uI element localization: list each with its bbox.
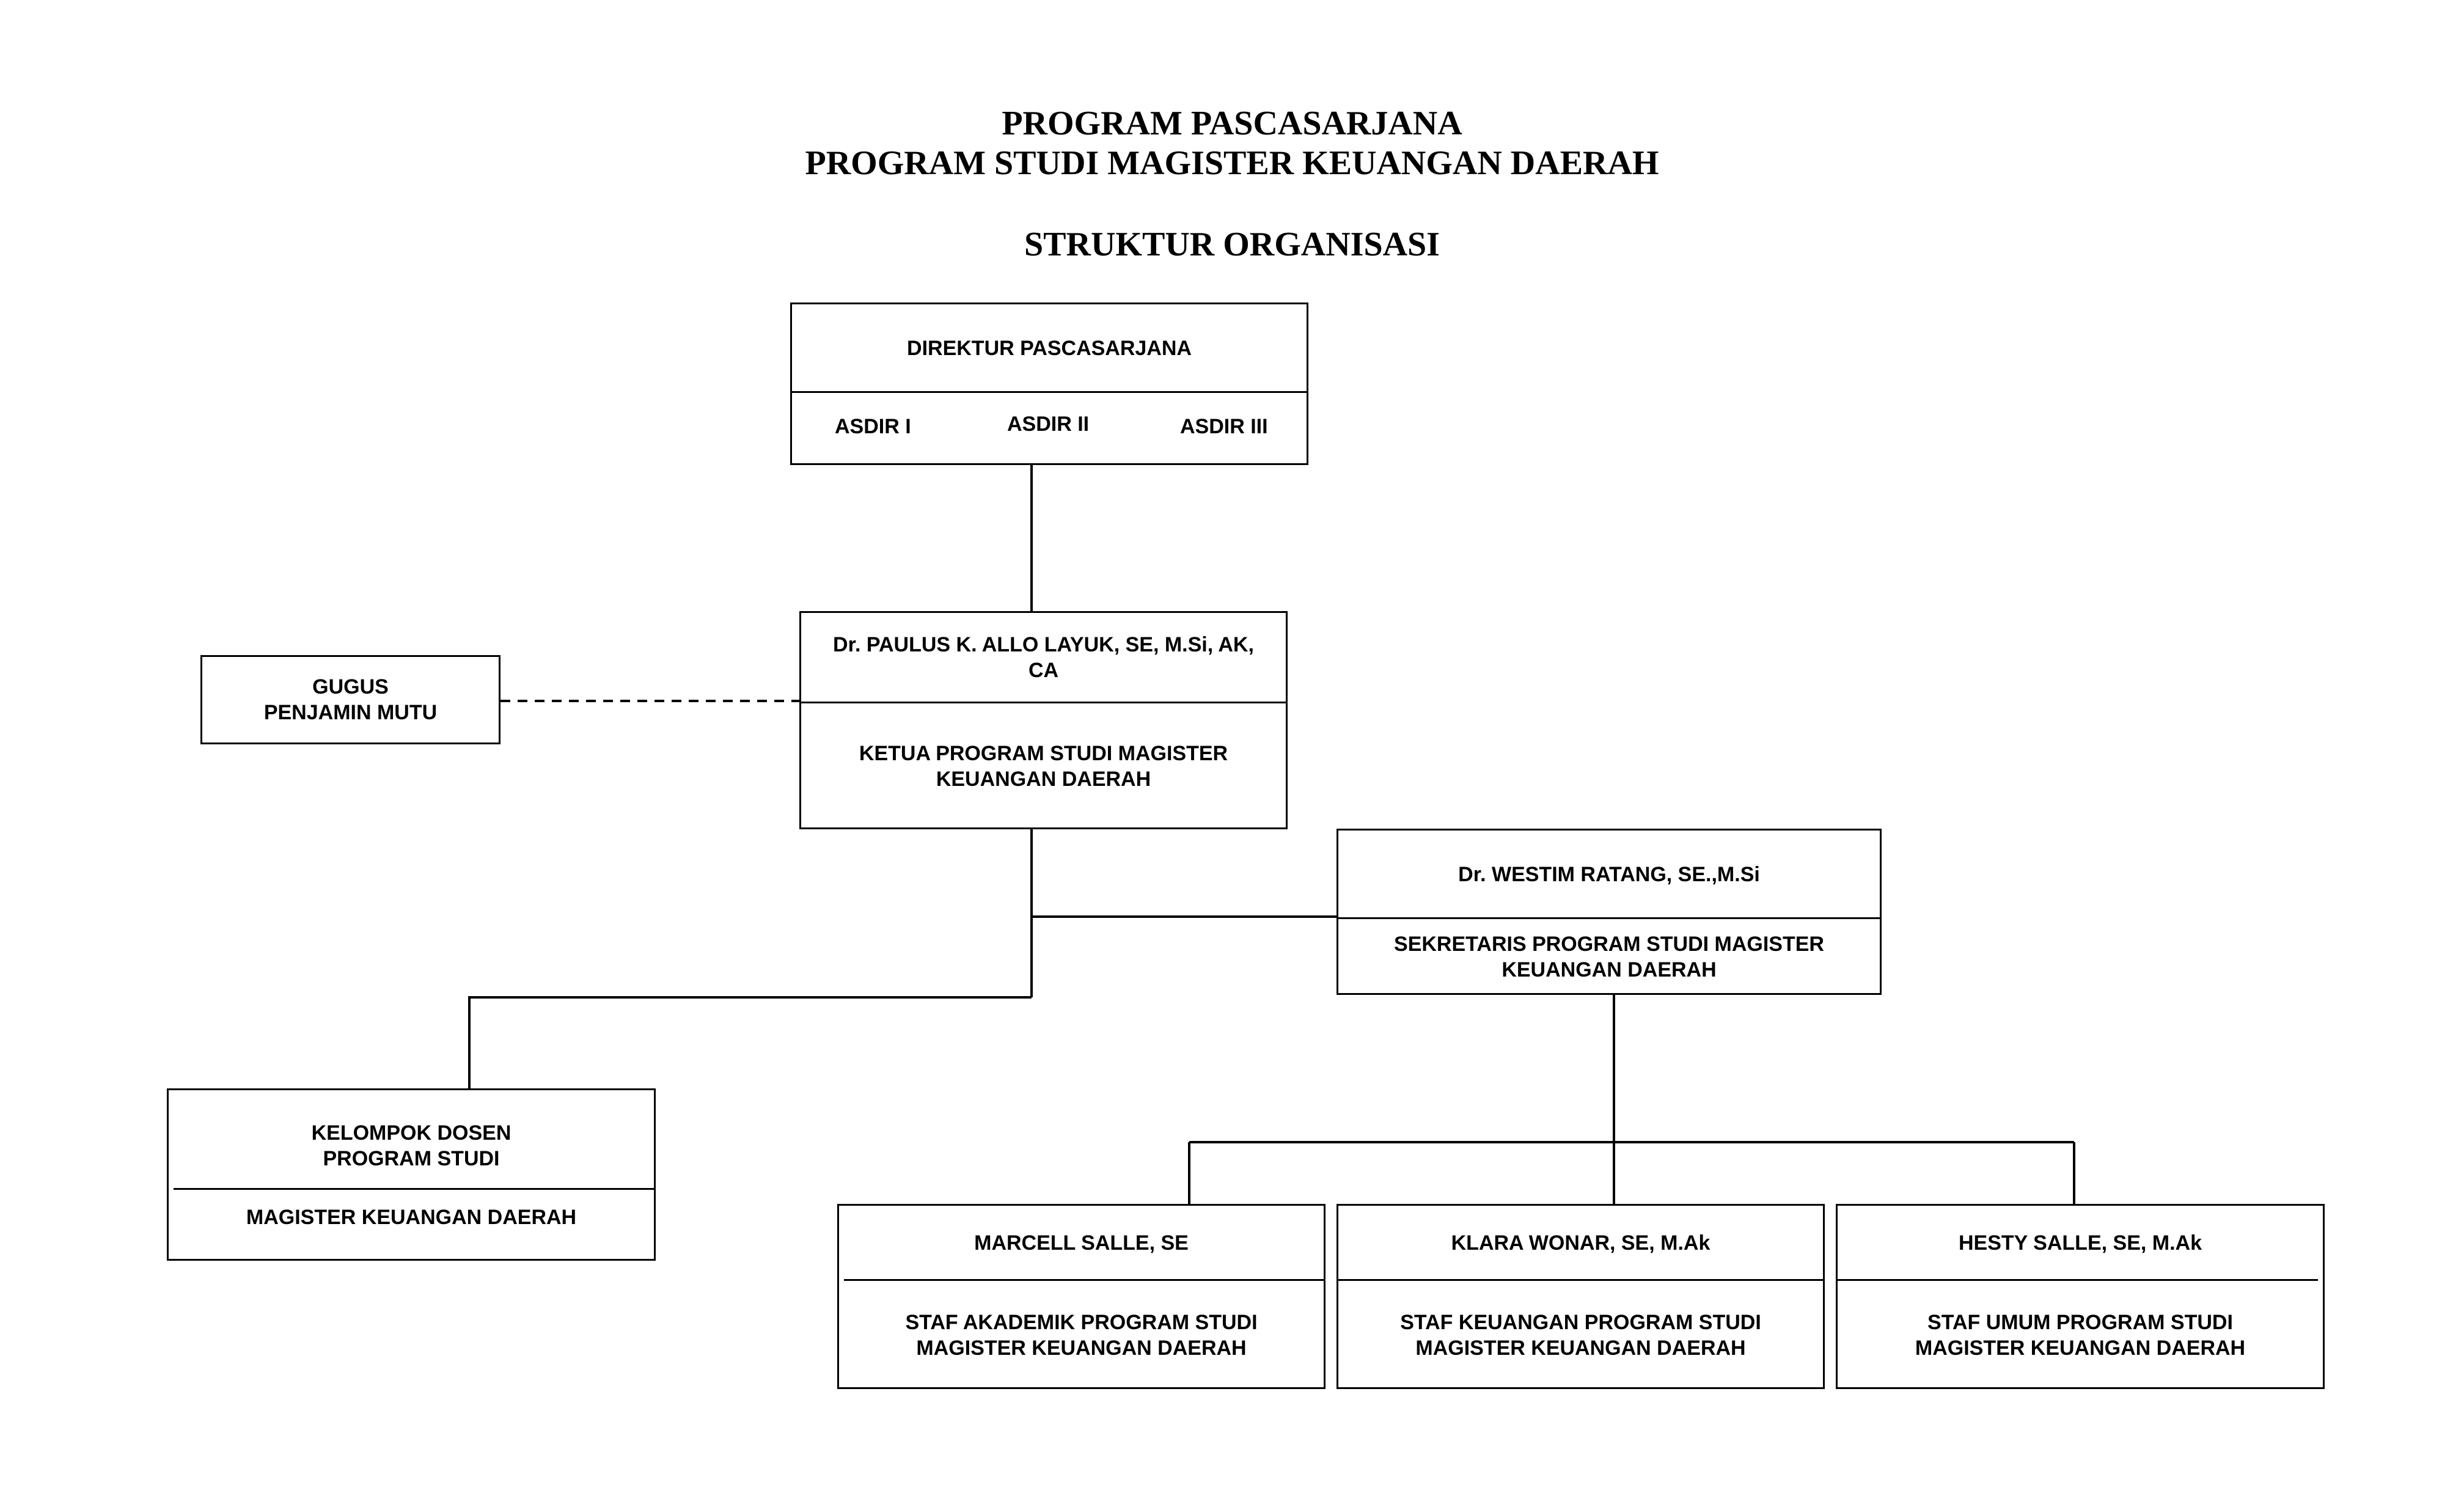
staff-akademik-name: MARCELL SALLE, SE [974, 1231, 1189, 1255]
dosen-title: KELOMPOK DOSEN PROGRAM STUDI [311, 1121, 512, 1170]
dosen-box: KELOMPOK DOSEN PROGRAM STUDI MAGISTER KE… [167, 1088, 656, 1261]
sekretaris-role: SEKRETARIS PROGRAM STUDI MAGISTER KEUANG… [1394, 933, 1824, 981]
asdir-1: ASDIR I [835, 415, 911, 438]
staff-umum-divider [1838, 1279, 2318, 1281]
sekretaris-box: Dr. WESTIM RATANG, SE.,M.Si SEKRETARIS P… [1336, 829, 1882, 995]
sekretaris-divider [1338, 917, 1880, 919]
staff-umum-box: HESTY SALLE, SE, M.Ak STAF UMUM PROGRAM … [1836, 1204, 2325, 1389]
direktur-title: DIREKTUR PASCASARJANA [907, 336, 1192, 360]
connector-ketua-dosen [468, 996, 1032, 1088]
staff-keuangan-name: KLARA WONAR, SE, M.Ak [1451, 1231, 1711, 1255]
asdir-2: ASDIR II [1007, 413, 1090, 436]
header-title-line2: PROGRAM STUDI MAGISTER KEUANGAN DAERAH [805, 144, 1659, 182]
staff-akademik-divider [844, 1279, 1324, 1281]
asdir-3: ASDIR III [1180, 415, 1268, 438]
dosen-divider [174, 1188, 654, 1190]
dosen-subtitle: MAGISTER KEUANGAN DAERAH [246, 1206, 577, 1229]
ketua-role: KETUA PROGRAM STUDI MAGISTER KEUANGAN DA… [859, 742, 1228, 791]
ketua-name: Dr. PAULUS K. ALLO LAYUK, SE, M.Si, AK, … [833, 633, 1254, 682]
direktur-box: DIREKTUR PASCASARJANA ASDIR I ASDIR II A… [790, 302, 1308, 465]
ketua-box: Dr. PAULUS K. ALLO LAYUK, SE, M.Si, AK, … [799, 611, 1288, 829]
staff-keuangan-role: STAF KEUANGAN PROGRAM STUDI MAGISTER KEU… [1400, 1310, 1761, 1360]
staff-keuangan-box: KLARA WONAR, SE, M.Ak STAF KEUANGAN PROG… [1336, 1204, 1825, 1389]
header-title-line1: PROGRAM PASCASARJANA [1002, 105, 1462, 142]
header-title-structure: STRUKTUR ORGANISASI [1024, 226, 1440, 263]
staff-akademik-role: STAF AKADEMIK PROGRAM STUDI MAGISTER KEU… [905, 1310, 1258, 1360]
staff-umum-name: HESTY SALLE, SE, M.Ak [1958, 1231, 2202, 1255]
staff-umum-role: STAF UMUM PROGRAM STUDI MAGISTER KEUANGA… [1915, 1310, 2246, 1360]
staff-keuangan-divider [1338, 1279, 1823, 1281]
gugus-box: GUGUS PENJAMIN MUTU [200, 655, 501, 744]
gugus-label: GUGUS PENJAMIN MUTU [263, 675, 438, 724]
ketua-divider [801, 702, 1286, 703]
sekretaris-name: Dr. WESTIM RATANG, SE.,M.Si [1458, 862, 1760, 886]
direktur-divider [792, 391, 1307, 393]
staff-akademik-box: MARCELL SALLE, SE STAF AKADEMIK PROGRAM … [837, 1204, 1326, 1389]
